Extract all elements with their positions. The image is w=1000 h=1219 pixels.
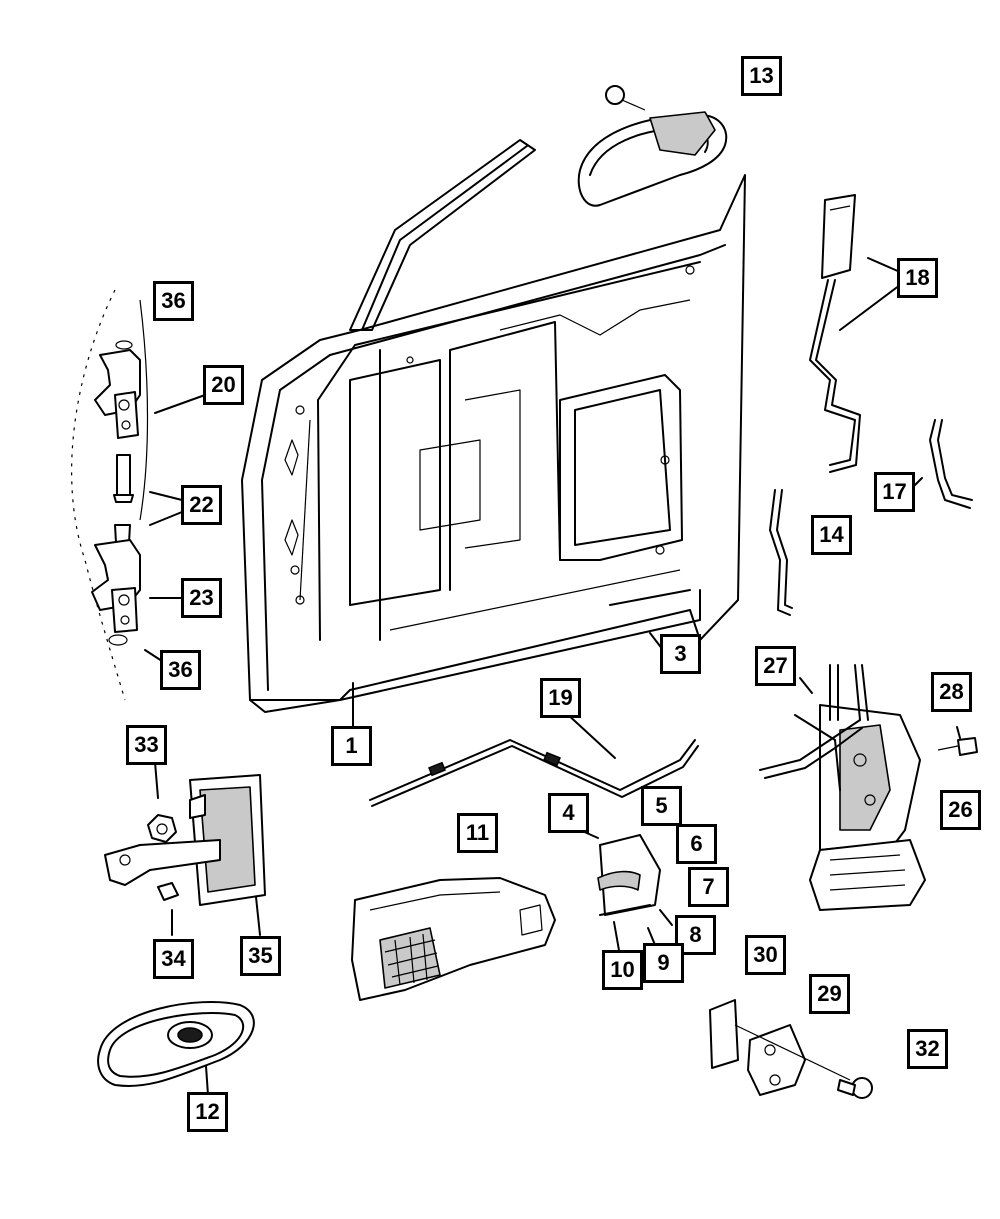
rod-17-drawing: [929, 419, 973, 509]
inside-handle-drawing: [597, 834, 661, 916]
callout-14: 14: [811, 515, 852, 555]
callout-10: 10: [602, 950, 643, 990]
callout-6: 6: [676, 824, 717, 864]
hinge-pillar-outline: [71, 289, 149, 701]
callout-28: 28: [931, 672, 972, 712]
callout-13: 13: [741, 56, 782, 96]
callout-33: 33: [126, 725, 167, 765]
callout-11: 11: [457, 813, 498, 853]
callout-27: 27: [755, 646, 796, 686]
rod-19-drawing: [369, 739, 699, 807]
callout-32: 32: [907, 1029, 948, 1069]
callout-35: 35: [240, 936, 281, 976]
callout-36-upper: 36: [153, 281, 194, 321]
door-shell-drawing: [241, 139, 746, 713]
callout-30: 30: [745, 935, 786, 975]
callout-18: 18: [897, 258, 938, 298]
callout-12: 12: [187, 1092, 228, 1132]
callout-29: 29: [809, 974, 850, 1014]
callout-5: 5: [641, 786, 682, 826]
callout-34: 34: [153, 939, 194, 979]
lower-hinge-drawing: [91, 539, 141, 646]
callout-23: 23: [181, 578, 222, 618]
rod-14-drawing: [769, 489, 793, 616]
callout-4: 4: [548, 793, 589, 833]
lock-switch-rod-drawing: [809, 194, 861, 473]
seal-12-drawing: [97, 1001, 255, 1087]
inside-handle-bezel-drawing: [351, 877, 556, 1001]
callout-20: 20: [203, 365, 244, 405]
callout-36-lower: 36: [160, 650, 201, 690]
door-check-drawing: [104, 774, 266, 906]
upper-hinge-drawing: [94, 340, 141, 439]
bolt-34-drawing: [157, 882, 179, 901]
callout-22: 22: [181, 485, 222, 525]
outside-handle-drawing: [577, 85, 728, 207]
nut-33-drawing: [147, 814, 177, 843]
door-latch-drawing: [759, 664, 926, 911]
callout-1: 1: [331, 726, 372, 766]
callout-19: 19: [540, 678, 581, 718]
striker-drawing: [709, 999, 873, 1099]
callout-9: 9: [643, 943, 684, 983]
screw-28-drawing: [937, 737, 978, 756]
callout-17: 17: [874, 472, 915, 512]
callout-7: 7: [688, 867, 729, 907]
callout-3: 3: [660, 634, 701, 674]
callout-26: 26: [940, 790, 981, 830]
